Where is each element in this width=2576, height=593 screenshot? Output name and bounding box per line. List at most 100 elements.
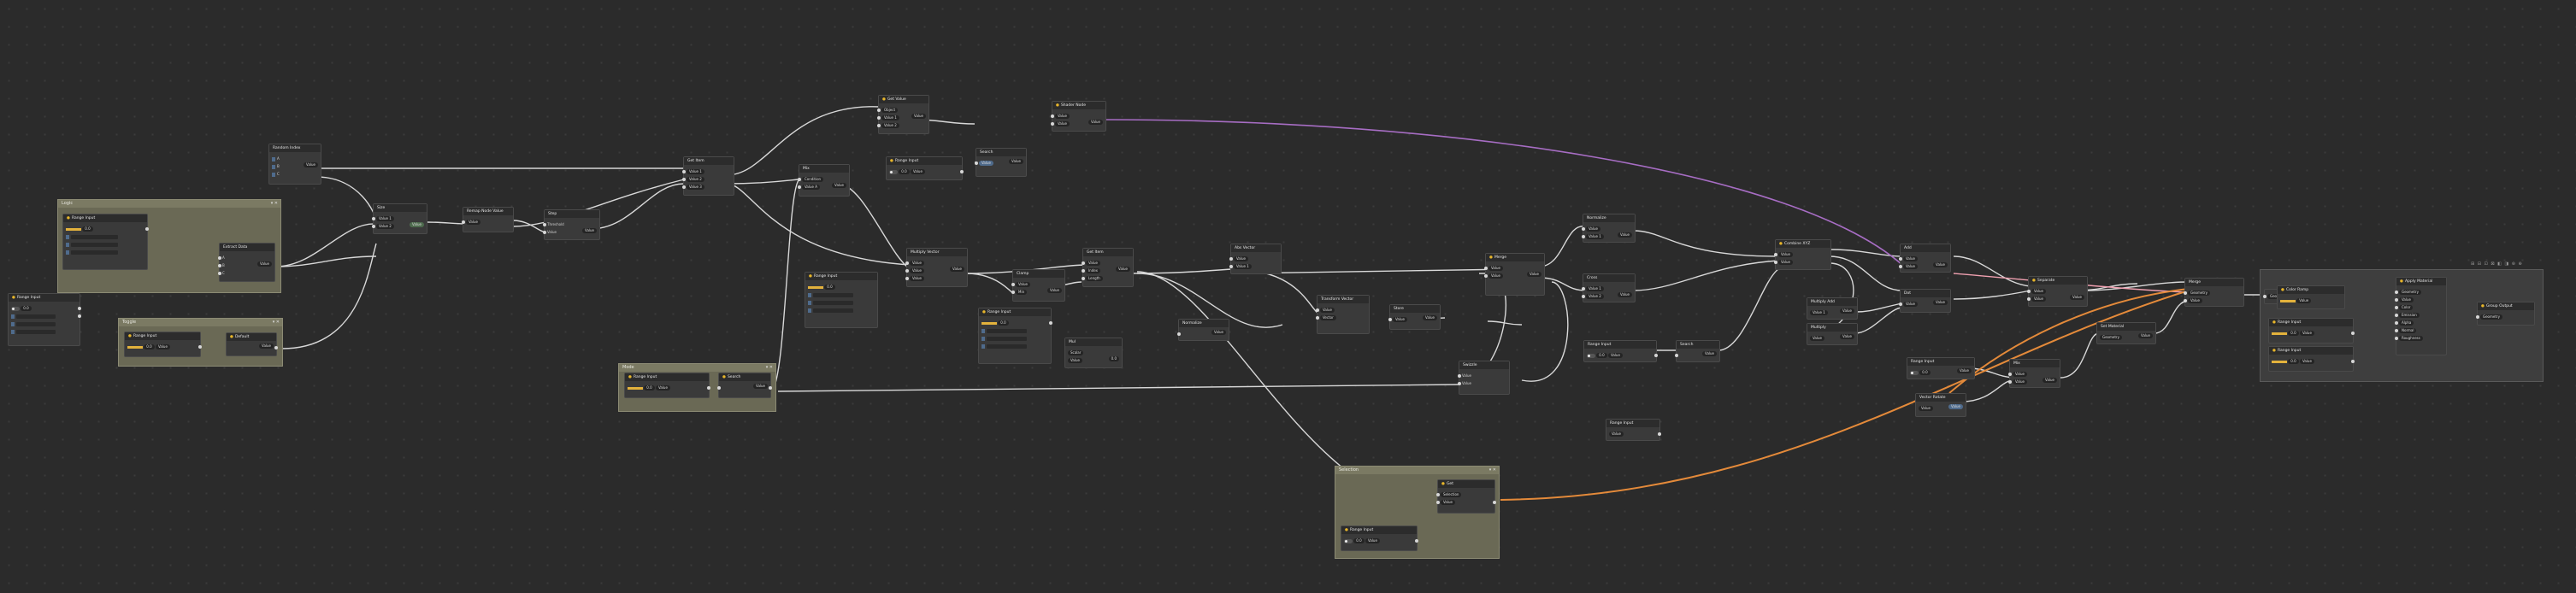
wire[interactable] bbox=[1718, 268, 1779, 351]
node-title: Mix bbox=[799, 165, 849, 173]
wire[interactable] bbox=[1632, 260, 1779, 291]
node-title: ●Group Output bbox=[2478, 302, 2534, 310]
wire[interactable] bbox=[1953, 290, 2031, 300]
wire[interactable] bbox=[1854, 302, 1903, 313]
wire[interactable] bbox=[315, 176, 377, 223]
node-title: Clamp bbox=[1013, 270, 1064, 278]
wire[interactable] bbox=[2154, 300, 2190, 334]
node-range-input[interactable]: ●Range Input 0.0 bbox=[805, 272, 878, 328]
wire[interactable] bbox=[1829, 255, 1903, 291]
node-range-input[interactable]: ●Range Input 0.0 Value bbox=[124, 332, 202, 357]
node-range-input[interactable]: ●Range Input 0.0 Value bbox=[886, 156, 964, 180]
wire[interactable] bbox=[2085, 281, 2190, 291]
wire[interactable] bbox=[281, 243, 377, 349]
wire[interactable] bbox=[1953, 255, 2031, 287]
wire[interactable] bbox=[837, 183, 911, 270]
wire[interactable] bbox=[726, 183, 911, 266]
node-range-input[interactable]: ●Range Input 0.0 bbox=[978, 308, 1052, 364]
node-remap[interactable]: Remap Node Value Value bbox=[462, 207, 514, 232]
wire[interactable] bbox=[1538, 226, 1587, 267]
wire[interactable] bbox=[274, 223, 377, 267]
node-color-ramp[interactable]: ●Color Ramp Value bbox=[2277, 285, 2345, 309]
frame-title: Mode▾ ✕ bbox=[619, 364, 775, 372]
node-range-input[interactable]: Range Input 0.0 Value bbox=[1583, 340, 1658, 362]
node-normalize[interactable]: Normalize Value bbox=[1177, 319, 1229, 341]
node-range-input[interactable]: ●Range Input 0.0 Value bbox=[1341, 525, 1418, 551]
node-range-input[interactable]: ●Range Input 0.0 bbox=[8, 293, 81, 346]
wire[interactable] bbox=[1538, 277, 1587, 291]
node-title: Multiply Vector bbox=[907, 249, 967, 256]
node-range-input[interactable]: ●Range Input 0.0 bbox=[62, 214, 149, 270]
wire[interactable] bbox=[1829, 249, 1903, 257]
wire[interactable] bbox=[1230, 268, 1322, 317]
wire[interactable] bbox=[1136, 271, 1352, 475]
wire[interactable] bbox=[589, 183, 685, 230]
node-range-input[interactable]: ●Range Input 0.0 Value bbox=[2268, 346, 2355, 372]
wire[interactable] bbox=[726, 179, 800, 185]
wire[interactable] bbox=[1961, 379, 2014, 402]
wire-purple[interactable] bbox=[1102, 119, 1903, 266]
wire[interactable] bbox=[274, 255, 377, 267]
wire[interactable] bbox=[777, 384, 1463, 392]
node-title: ●Get Value bbox=[879, 96, 928, 103]
toggle-switch[interactable] bbox=[11, 306, 20, 311]
node-default[interactable]: ●Default Value bbox=[226, 332, 278, 356]
wire[interactable] bbox=[769, 179, 800, 394]
node-title: Range Input bbox=[1584, 341, 1656, 349]
wire[interactable] bbox=[1632, 230, 1779, 257]
wire[interactable] bbox=[726, 106, 881, 176]
node-title: Range Input bbox=[1907, 358, 1974, 366]
wire[interactable] bbox=[1521, 281, 1569, 382]
wire[interactable] bbox=[427, 221, 467, 225]
node-title: Search bbox=[1677, 341, 1719, 349]
node-range-input[interactable]: Range Input Value bbox=[1606, 419, 1661, 441]
wire[interactable] bbox=[2060, 332, 2100, 379]
node-search[interactable]: Search Value bbox=[1675, 340, 1720, 362]
wire[interactable] bbox=[1239, 268, 1514, 274]
node-range-input[interactable]: ●Range Input 0.0 Value bbox=[624, 373, 710, 398]
wire[interactable] bbox=[1854, 307, 1903, 334]
dock-toolbar[interactable]: ⊞ ⊟ ⊡ ⊠ ◧ ◨ ⊛ ⊕ bbox=[2471, 261, 2523, 267]
node-group-output[interactable]: ●Group Output Geometry bbox=[2476, 302, 2535, 326]
node-apply-material[interactable]: ●Apply Material Geometry Value Color Emi… bbox=[2395, 277, 2447, 355]
wire-orange[interactable] bbox=[1500, 290, 2190, 501]
node-title: ●Shader Node bbox=[1052, 102, 1105, 109]
node-range-input[interactable]: ●Range Input 0.0 Value bbox=[2268, 318, 2355, 343]
slider[interactable] bbox=[66, 227, 81, 231]
node-search[interactable]: ●Search Value bbox=[717, 373, 772, 398]
node-title: Abs Vector bbox=[1231, 244, 1281, 252]
